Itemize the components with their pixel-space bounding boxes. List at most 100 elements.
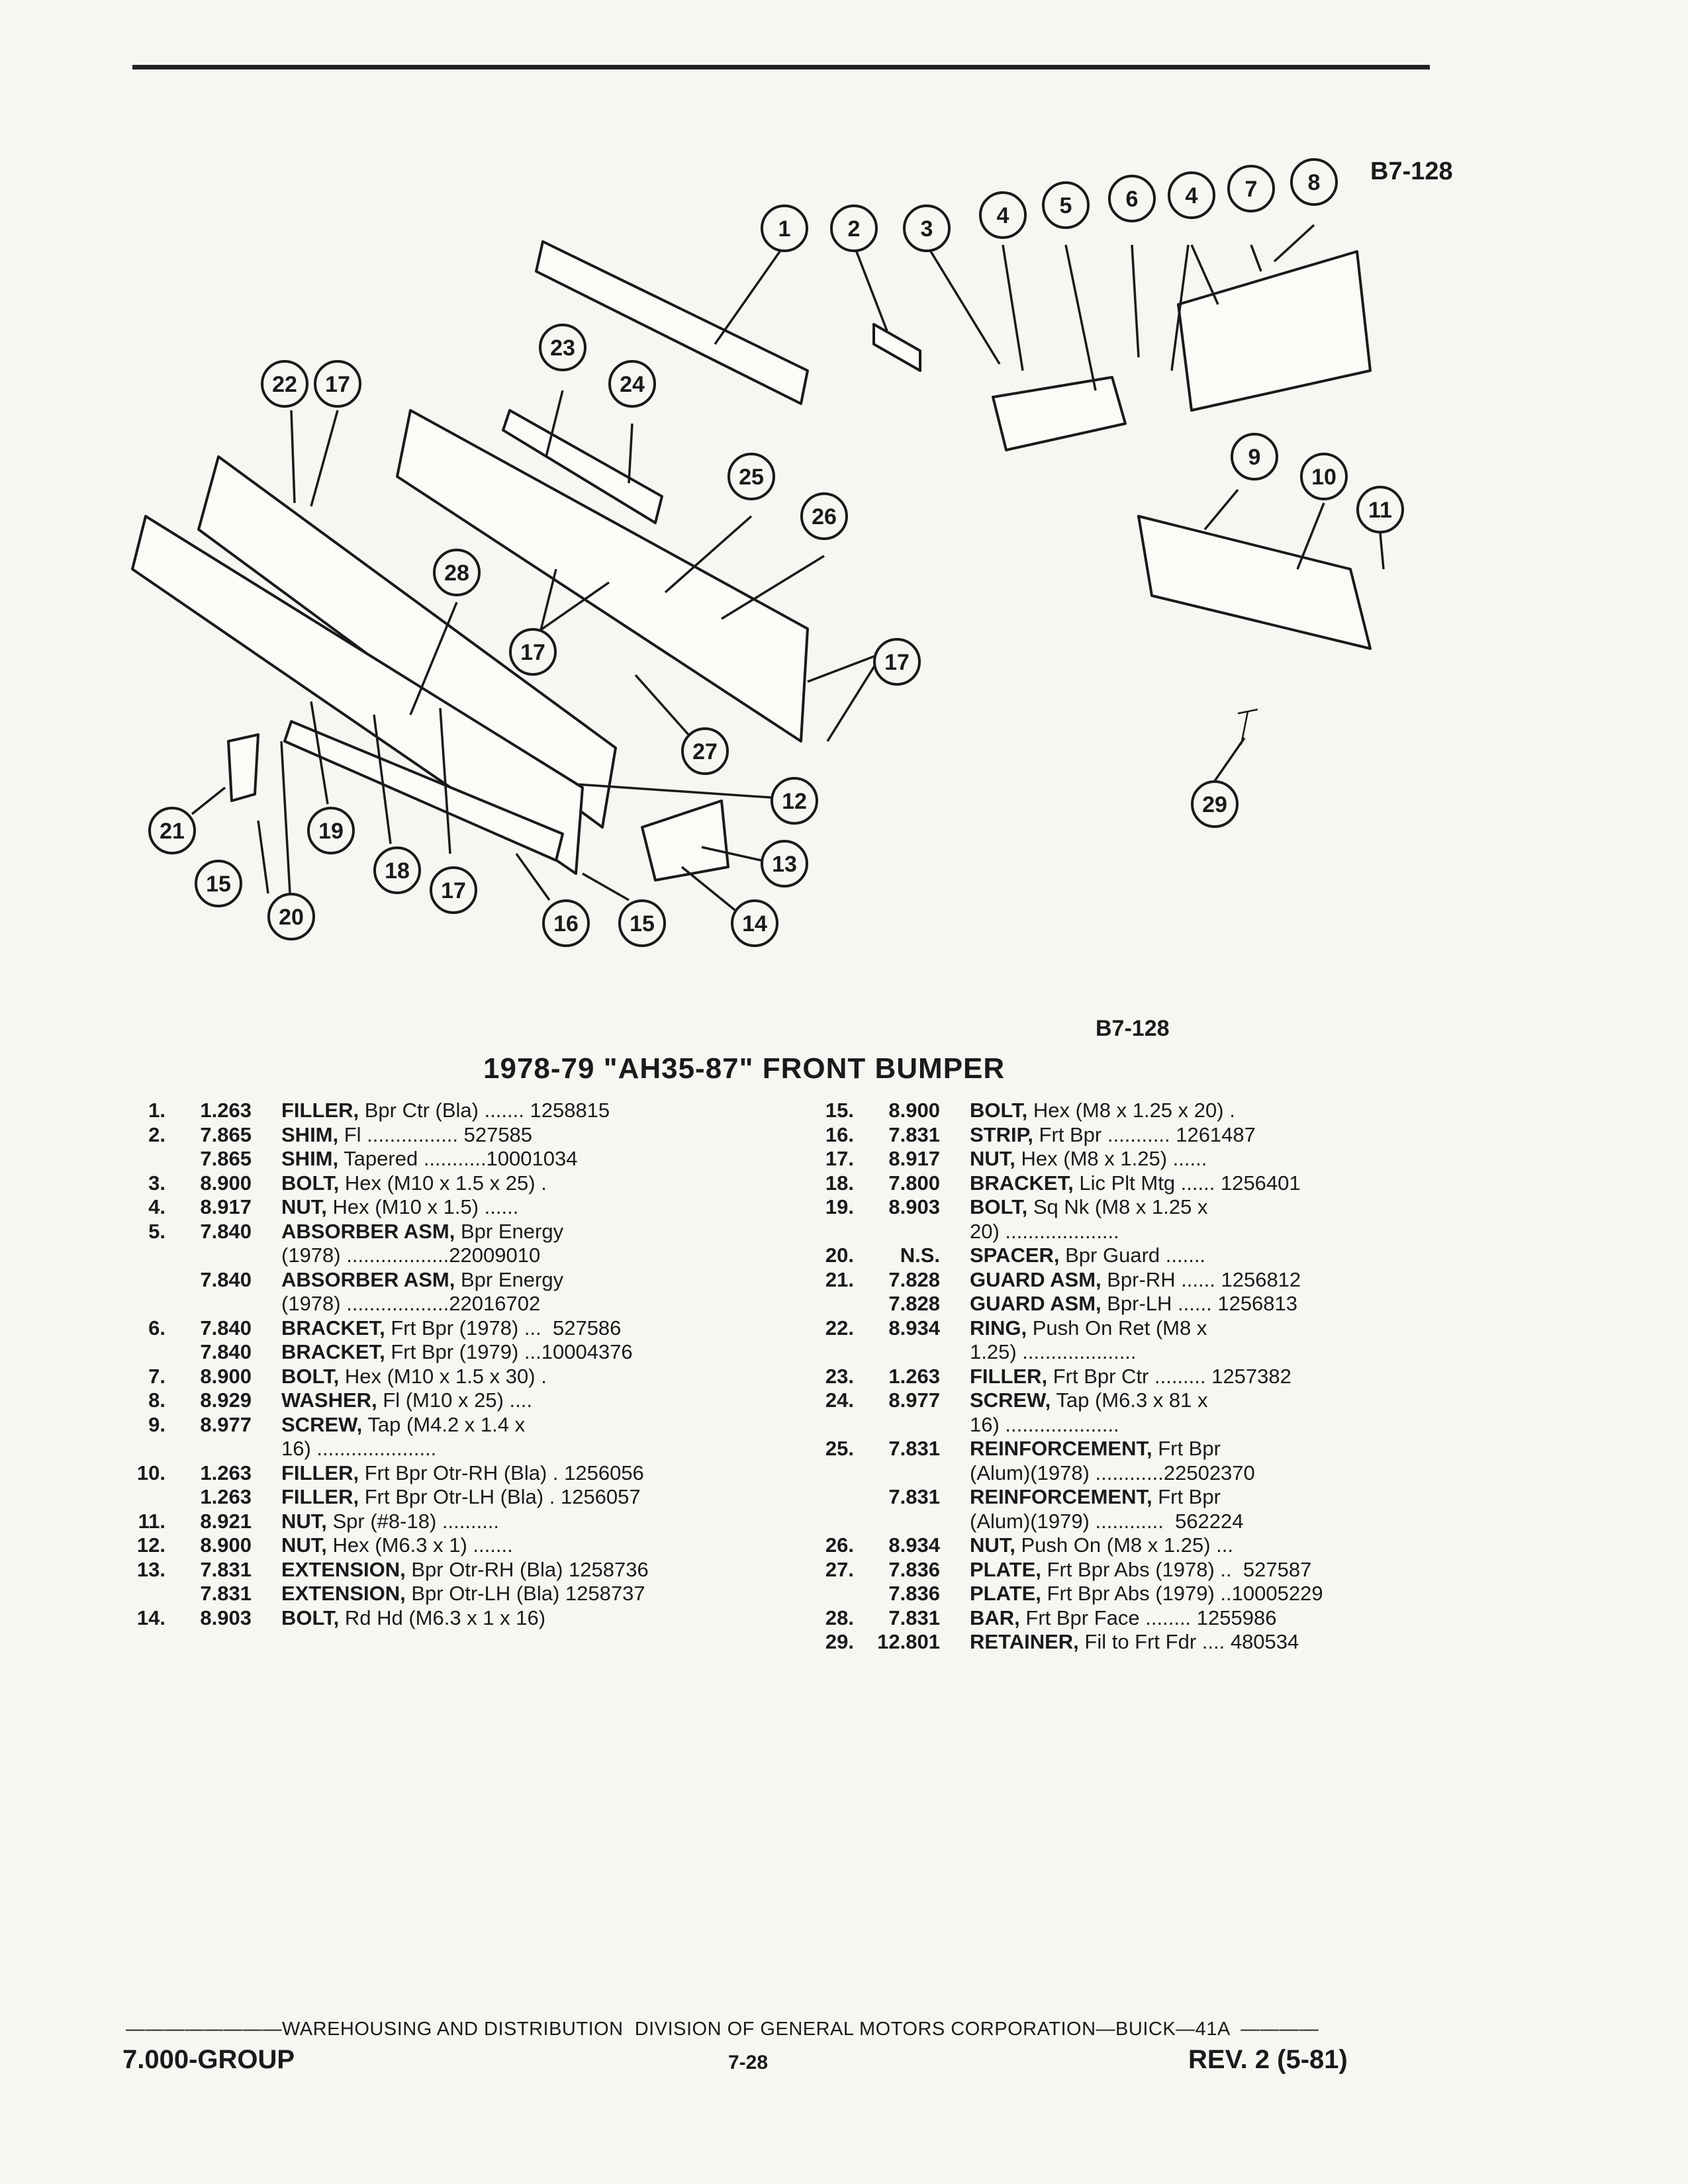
group-number: 8.929 xyxy=(200,1388,252,1412)
svg-text:3: 3 xyxy=(921,216,933,242)
item-description: BOLT, Rd Hd (M6.3 x 1 x 16) xyxy=(281,1606,761,1631)
item-detail: Sq Nk (M8 x 1.25 x xyxy=(1027,1195,1208,1218)
item-detail: (Alum)(1979) ............ 562224 xyxy=(970,1509,1244,1533)
item-detail: Frt Bpr Face ........ 1255986 xyxy=(1019,1606,1277,1629)
exploded-parts-diagram: 1 2 3 4 5 6 4 7 8 22 17 23 24 25 26 28 9… xyxy=(131,158,1404,947)
item-number xyxy=(814,1220,854,1244)
svg-text:2: 2 xyxy=(848,216,861,242)
svg-text:8: 8 xyxy=(1308,170,1321,195)
group-number: 7.840 xyxy=(200,1316,252,1340)
svg-text:17: 17 xyxy=(441,878,466,903)
item-name: SPACER, xyxy=(970,1244,1060,1267)
parts-list-row: 20.N.S.SPACER, Bpr Guard ....... xyxy=(814,1244,1496,1268)
callout-17c: 17 xyxy=(873,638,921,686)
item-description: ABSORBER ASM, Bpr Energy xyxy=(281,1268,761,1293)
group-number xyxy=(854,1413,940,1437)
item-description: SHIM, Tapered ...........10001034 xyxy=(281,1147,761,1171)
svg-text:15: 15 xyxy=(630,911,655,936)
item-description: FILLER, Frt Bpr Otr-LH (Bla) . 1256057 xyxy=(281,1485,761,1510)
svg-text:4: 4 xyxy=(997,203,1009,228)
part-center-filler xyxy=(535,240,809,405)
item-detail: Fl ................ 527585 xyxy=(338,1122,533,1146)
svg-text:4: 4 xyxy=(1186,183,1198,208)
callout-20: 20 xyxy=(267,893,315,940)
item-description: NUT, Hex (M8 x 1.25) ...... xyxy=(970,1147,1496,1171)
item-detail: 16) .................... xyxy=(970,1412,1119,1436)
callout-1: 1 xyxy=(761,205,808,252)
callout-26: 26 xyxy=(800,492,848,540)
item-number: 18. xyxy=(825,1171,854,1195)
svg-text:27: 27 xyxy=(692,739,718,764)
item-number: 5. xyxy=(148,1219,165,1243)
item-detail: Frt Bpr Otr-LH (Bla) . 1256057 xyxy=(359,1485,641,1508)
item-number: 27. xyxy=(825,1557,854,1581)
item-detail: Bpr-RH ...... 1256812 xyxy=(1101,1267,1301,1291)
item-detail: (Alum)(1978) ............22502370 xyxy=(970,1461,1255,1484)
item-number: 3. xyxy=(148,1171,165,1195)
part-extension xyxy=(641,799,729,882)
callout-15b: 15 xyxy=(195,860,242,907)
group-number: 7.840 xyxy=(200,1340,252,1363)
part-energy-absorber xyxy=(992,376,1127,451)
item-number: 17. xyxy=(825,1147,854,1170)
part-shims xyxy=(872,323,921,372)
item-description: BOLT, Hex (M10 x 1.5 x 30) . xyxy=(281,1365,761,1389)
svg-text:24: 24 xyxy=(620,372,645,397)
item-number: 1. xyxy=(148,1099,165,1122)
svg-text:9: 9 xyxy=(1248,445,1261,470)
item-detail: Fil to Frt Fdr .... 480534 xyxy=(1078,1630,1299,1653)
item-detail: Frt Bpr xyxy=(1152,1437,1221,1460)
callout-9: 9 xyxy=(1231,433,1278,480)
svg-text:19: 19 xyxy=(318,819,344,844)
item-detail: 20) .................... xyxy=(970,1219,1119,1243)
item-name: REINFORCEMENT, xyxy=(970,1485,1152,1508)
item-description: (1978) ..................22016702 xyxy=(281,1292,761,1316)
item-number xyxy=(814,1413,854,1437)
item-detail: (1978) ..................22009010 xyxy=(281,1244,541,1267)
item-detail: Fl (M10 x 25) .... xyxy=(377,1388,532,1412)
callout-24: 24 xyxy=(608,360,656,408)
item-description: FILLER, Frt Bpr Ctr ......... 1257382 xyxy=(970,1365,1496,1389)
item-detail: Push On Ret (M8 x xyxy=(1027,1316,1207,1340)
callout-4: 4 xyxy=(979,191,1027,239)
group-number: 7.831 xyxy=(888,1122,940,1146)
group-number: 7.836 xyxy=(888,1582,940,1605)
group-number: 8.977 xyxy=(888,1388,940,1412)
item-name: BOLT, xyxy=(281,1606,340,1629)
item-description: NUT, Push On (M8 x 1.25) ... xyxy=(970,1533,1496,1558)
svg-text:1: 1 xyxy=(778,216,791,242)
callout-4b: 4 xyxy=(1168,171,1215,219)
item-name: STRIP, xyxy=(970,1122,1033,1146)
parts-list-row: (1978) ..................22016702 xyxy=(126,1292,761,1316)
part-retainer xyxy=(1237,708,1258,745)
item-number xyxy=(814,1292,854,1316)
group-number: 8.917 xyxy=(200,1195,252,1218)
item-name: BOLT, xyxy=(281,1171,340,1195)
item-name: GUARD ASM, xyxy=(970,1292,1102,1315)
callout-10: 10 xyxy=(1300,453,1348,500)
item-detail: Bpr Otr-RH (Bla) 1258736 xyxy=(405,1557,649,1581)
item-detail: Frt Bpr Ctr ......... 1257382 xyxy=(1047,1364,1291,1388)
top-rule xyxy=(132,65,1430,69)
group-number: 8.900 xyxy=(200,1533,252,1557)
item-detail: Frt Bpr Otr-RH (Bla) . 1256056 xyxy=(359,1461,644,1484)
part-outer-filler xyxy=(1137,515,1372,650)
parts-list-row: (Alum)(1978) ............22502370 xyxy=(814,1461,1496,1486)
item-description: SHIM, Fl ................ 527585 xyxy=(281,1123,761,1148)
item-name: FILLER, xyxy=(970,1364,1048,1388)
